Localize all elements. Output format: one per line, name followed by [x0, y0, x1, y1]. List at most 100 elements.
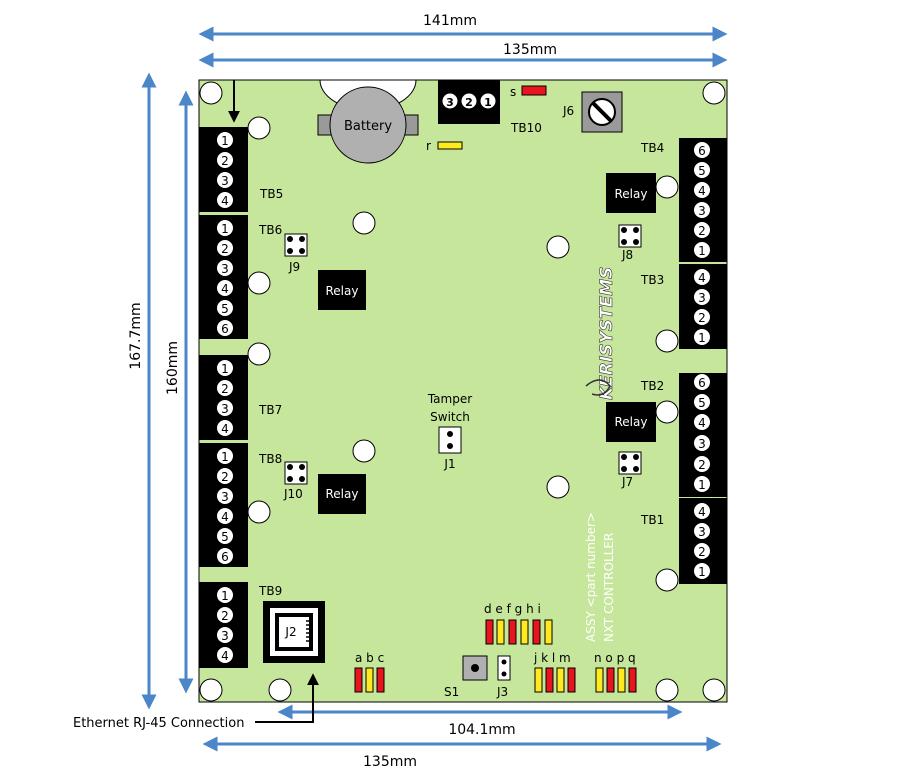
tb9-pin: 1	[221, 589, 229, 603]
tb9-block: 1 2 3 4	[199, 582, 248, 668]
tb2-pin: 2	[698, 458, 706, 472]
tb6-pin: 3	[221, 262, 229, 276]
logo-text: KERISYSTEMS	[597, 267, 617, 400]
jumper-j10[interactable]	[284, 461, 308, 485]
tb8-block: 1 2 3 4 5 6	[199, 443, 248, 567]
j6-label: J6	[562, 104, 574, 118]
jumper-j8[interactable]	[618, 224, 642, 248]
relay: Relay	[606, 402, 656, 442]
led-group-jklm	[534, 667, 576, 693]
mounting-hole	[247, 271, 271, 295]
mounting-hole	[352, 439, 376, 463]
tb3-pin: 3	[698, 291, 706, 305]
tb9-pin: 3	[221, 629, 229, 643]
led-group-nopq	[595, 667, 637, 693]
tb5-pin: 2	[221, 154, 229, 168]
mounting-hole	[247, 116, 271, 140]
ethernet-callout-arrow-icon	[255, 673, 319, 723]
led-group-abc	[354, 667, 385, 693]
led-group-defghi-label: d e f g h i	[484, 602, 541, 616]
relay: Relay	[318, 474, 366, 514]
mounting-hole	[247, 500, 271, 524]
tb1-pin: 3	[698, 525, 706, 539]
tamper-label-line2: Switch	[430, 410, 470, 424]
tb2-pin: 3	[698, 437, 706, 451]
tb2-pin: 4	[698, 416, 706, 430]
tb9-pin: 2	[221, 609, 229, 623]
j6-potentiometer[interactable]	[581, 91, 623, 133]
dimension-top-inner-label: 135mm	[503, 42, 557, 58]
assy-part-number: ASSY <part number>	[584, 512, 598, 642]
tb8-pin: 4	[221, 510, 229, 524]
tamper-switch-j1[interactable]	[438, 426, 462, 454]
mounting-hole	[702, 678, 726, 702]
mounting-hole	[702, 81, 726, 105]
tb6-block: 1 2 3 4 5 6	[199, 215, 248, 339]
tb10-pin: 3	[446, 96, 454, 109]
dimension-bottom-inner: 104.1mm	[277, 704, 683, 738]
j2-label: J2	[284, 625, 296, 639]
led-group-nopq-label: n o p q	[594, 651, 636, 665]
battery-label: Battery	[344, 119, 392, 134]
pushbutton-s1[interactable]	[462, 655, 488, 681]
tb5-pin: 4	[221, 194, 229, 208]
j3-label: J3	[496, 685, 508, 699]
dimension-bottom-inner-label: 104.1mm	[448, 722, 515, 738]
tb9-label: TB9	[258, 584, 282, 598]
mounting-hole	[655, 329, 679, 353]
tb2-pin: 5	[698, 396, 706, 410]
tb6-pin: 1	[221, 222, 229, 236]
tb3-pin: 4	[698, 271, 706, 285]
ethernet-callout-label: Ethernet RJ-45 Connection	[73, 716, 244, 731]
relay: Relay	[606, 173, 656, 213]
j1-label: J1	[443, 457, 455, 471]
assy-controller-name: NXT CONTROLLER	[602, 533, 616, 642]
tb1-pin: 4	[698, 505, 706, 519]
tb1-pin: 2	[698, 545, 706, 559]
tb4-label: TB4	[640, 141, 664, 155]
mounting-holes	[199, 81, 726, 702]
mounting-hole	[199, 81, 223, 105]
tb4-pin: 4	[698, 184, 706, 198]
tb9-pin: 4	[221, 649, 229, 663]
tb3-block: 4 3 2 1	[679, 264, 727, 349]
tb10-pin: 1	[484, 96, 492, 109]
dimension-left-outer: 167.7mm	[128, 72, 157, 710]
relay-label: Relay	[615, 187, 648, 201]
tb7-pin: 2	[221, 382, 229, 396]
tb2-block: 6 5 4 3 2 1	[679, 373, 727, 497]
tb7-pin: 3	[221, 402, 229, 416]
tb8-pin: 6	[221, 550, 229, 564]
battery: Battery	[317, 86, 419, 164]
led-s-label: s	[510, 85, 516, 99]
tb6-pin: 6	[221, 322, 229, 336]
mounting-hole	[655, 175, 679, 199]
tb1-pin: 1	[698, 565, 706, 579]
led-group-defghi	[485, 619, 553, 645]
dimension-bottom-outer: 135mm	[202, 736, 722, 770]
j10-label: J10	[283, 487, 303, 501]
tb1-block: 4 3 2 1	[679, 498, 727, 584]
tb3-label: TB3	[640, 273, 664, 287]
tb2-pin: 6	[698, 376, 706, 390]
mounting-hole	[268, 678, 292, 702]
tamper-label-line1: Tamper	[427, 392, 472, 406]
tb4-pin: 3	[698, 204, 706, 218]
tb4-pin: 6	[698, 144, 706, 158]
tb4-pin: 1	[698, 244, 706, 258]
mounting-hole	[199, 678, 223, 702]
dimension-bottom-outer-label: 135mm	[363, 754, 417, 770]
tb2-label: TB2	[640, 379, 664, 393]
mounting-hole	[247, 342, 271, 366]
dimension-top-outer-label: 141mm	[423, 13, 477, 29]
jumper-j7[interactable]	[618, 451, 642, 475]
jumper-j3[interactable]	[497, 655, 511, 681]
jumper-j9[interactable]	[284, 233, 308, 257]
tb4-pin: 2	[698, 224, 706, 238]
relay: Relay	[318, 270, 366, 310]
tb8-label: TB8	[258, 452, 282, 466]
tb5-label: TB5	[259, 187, 283, 201]
rj45-jack-j2[interactable]: J2	[263, 601, 325, 663]
led-group-abc-label: a b c	[355, 651, 384, 665]
tb7-block: 1 2 3 4	[199, 355, 248, 440]
